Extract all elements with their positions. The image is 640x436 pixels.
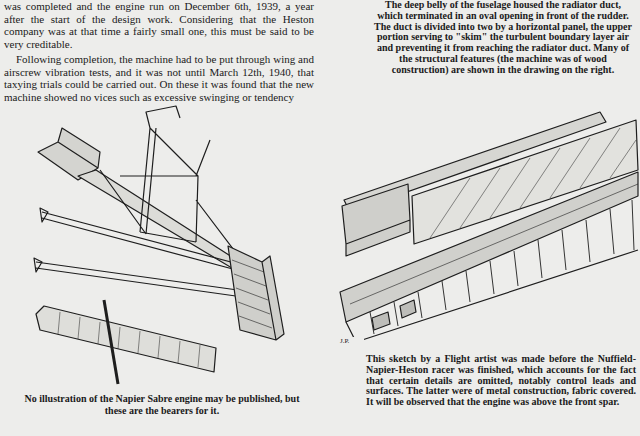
end-plate-hatch — [232, 260, 272, 328]
board-hatch — [58, 312, 200, 367]
lower-rods — [34, 208, 252, 298]
front-spar — [340, 172, 638, 322]
figure-caption: This sketch by a Flight artist was made … — [366, 354, 636, 408]
struts — [100, 106, 246, 266]
body-paragraph: Following completion, the machine had to… — [4, 53, 314, 104]
spar-web — [350, 184, 638, 304]
fittings — [372, 300, 416, 330]
fuselage-box — [342, 184, 410, 256]
artist-signature: J.P. — [340, 337, 364, 345]
end-plate — [228, 246, 284, 340]
figure-caption: No illustration of the Napier Sabre engi… — [14, 393, 310, 417]
wing-lower-edge — [346, 250, 638, 342]
wing-structure — [340, 112, 638, 342]
explanatory-note: The deep belly of the fuselage housed th… — [372, 0, 634, 76]
wing-ribs — [370, 200, 634, 334]
shaft — [104, 300, 118, 384]
body-paragraph: was completed and the engine run on Dece… — [4, 0, 314, 51]
mounting-board — [36, 306, 216, 372]
engine-bearers — [34, 106, 284, 384]
